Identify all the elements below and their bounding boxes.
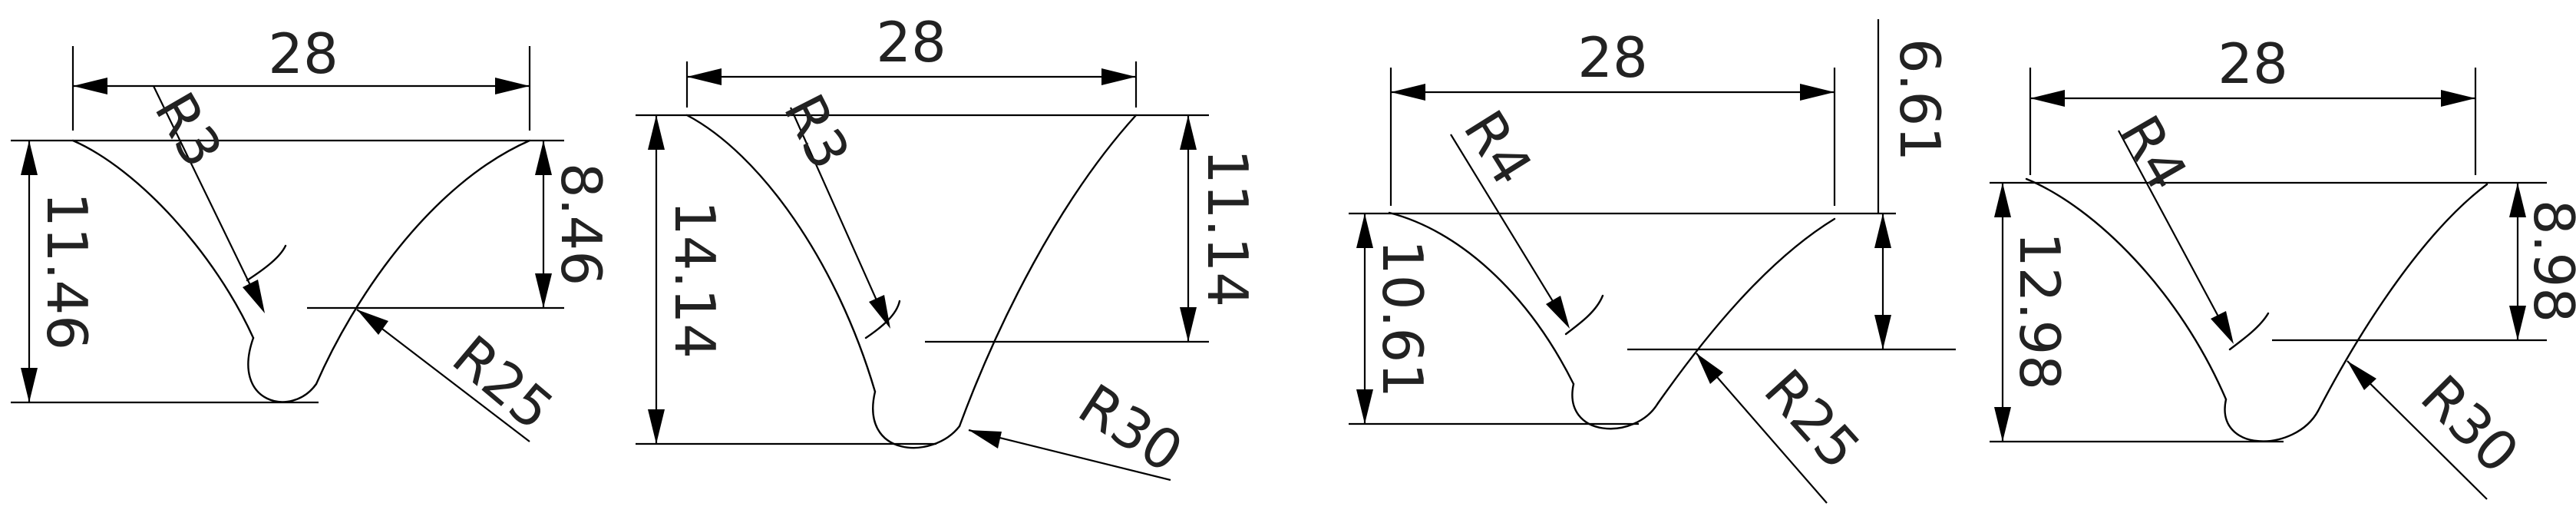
side-depth-arrow-bottom <box>1874 315 1891 349</box>
side-depth-arrow-top <box>1180 115 1197 150</box>
total-depth-label: 11.46 <box>35 192 99 350</box>
total-depth-arrow-bottom <box>648 409 665 444</box>
groove-profile-4: 28 12.98 8.98 R4 R30 <box>1990 31 2576 500</box>
large-radius-leader <box>1696 353 1828 504</box>
large-radius-arrow <box>969 430 1002 449</box>
width-dimension-label: 28 <box>2218 31 2288 96</box>
total-depth-label: 14.14 <box>662 200 727 359</box>
large-radius-arrow <box>357 309 388 335</box>
width-arrow-left <box>687 68 722 85</box>
total-depth-arrow-bottom <box>21 368 38 402</box>
profile-left-arc <box>71 139 255 339</box>
total-depth-arrow-bottom <box>1994 407 2011 442</box>
side-depth-arrow-bottom <box>535 273 552 308</box>
center-tick <box>2228 312 2270 351</box>
large-radius-leader <box>968 429 1171 482</box>
total-depth-arrow-top <box>1356 214 1373 248</box>
total-depth-arrow-top <box>21 141 38 175</box>
side-depth-arrow-bottom <box>1180 307 1197 342</box>
side-depth-label: 8.46 <box>549 163 613 286</box>
large-radius-label: R25 <box>441 323 566 442</box>
groove-profile-2: 28 14.14 11.14 R3 R30 <box>636 10 1260 485</box>
width-dimension-label: 28 <box>876 10 946 74</box>
total-depth-arrow-top <box>1994 183 2011 217</box>
profile-right-arc <box>315 139 531 386</box>
profile-small-arc <box>2224 398 2320 442</box>
total-depth-arrow-top <box>648 115 665 150</box>
total-depth-arrow-bottom <box>1356 389 1373 424</box>
width-dimension-label: 28 <box>1577 25 1648 90</box>
large-radius-label: R30 <box>2409 363 2531 486</box>
width-dimension-label: 28 <box>268 22 339 86</box>
width-arrow-left <box>1391 84 1425 101</box>
small-radius-arrow <box>2211 311 2234 344</box>
center-tick <box>246 244 287 282</box>
small-radius-label: R3 <box>771 84 862 180</box>
small-radius-arrow <box>243 280 265 313</box>
small-radius-label: R4 <box>2107 105 2200 201</box>
side-depth-label: 8.98 <box>2522 200 2576 323</box>
profile-right-arc <box>958 114 1138 428</box>
profile-left-arc <box>1388 211 1575 386</box>
profile-small-arc <box>872 390 961 449</box>
total-depth-label: 10.61 <box>1370 240 1435 398</box>
profile-right-arc <box>1656 217 1836 405</box>
width-arrow-right <box>2441 90 2475 107</box>
profile-left-arc <box>2025 177 2228 401</box>
total-depth-label: 12.98 <box>2007 232 2072 390</box>
profile-right-arc <box>2317 183 2488 412</box>
profile-small-arc <box>1571 382 1660 430</box>
small-radius-label: R4 <box>1451 99 1545 196</box>
side-depth-arrow-bottom <box>2509 306 2526 340</box>
large-radius-label: R30 <box>1068 372 1194 485</box>
profile-small-arc <box>247 336 318 403</box>
groove-profile-1: 28 11.46 8.46 R3 R25 <box>11 22 613 442</box>
side-depth-label: 11.14 <box>1195 149 1260 307</box>
side-depth-arrow-top <box>2509 183 2526 217</box>
small-radius-leader <box>153 85 262 308</box>
width-arrow-left <box>73 78 107 94</box>
groove-profile-3: 28 10.61 6.61 R4 R25 <box>1349 19 1956 504</box>
side-depth-arrow-top <box>1874 214 1891 248</box>
width-arrow-right <box>495 78 530 94</box>
width-arrow-right <box>1800 84 1835 101</box>
small-radius-arrow <box>1546 296 1570 329</box>
small-radius-leader <box>2118 130 2231 339</box>
width-arrow-left <box>2030 90 2065 107</box>
side-depth-arrow-top <box>535 141 552 175</box>
large-radius-label: R25 <box>1752 357 1872 481</box>
large-radius-arrow <box>2347 361 2376 390</box>
small-radius-label: R3 <box>142 82 235 178</box>
center-tick <box>1564 294 1604 336</box>
small-radius-leader <box>789 107 888 323</box>
width-arrow-right <box>1101 68 1136 85</box>
side-depth-label: 6.61 <box>1887 38 1952 161</box>
large-radius-arrow <box>1696 353 1723 384</box>
small-radius-leader <box>1450 134 1567 323</box>
large-radius-leader <box>356 309 530 442</box>
profile-left-arc <box>685 114 877 393</box>
small-radius-arrow <box>869 295 890 329</box>
